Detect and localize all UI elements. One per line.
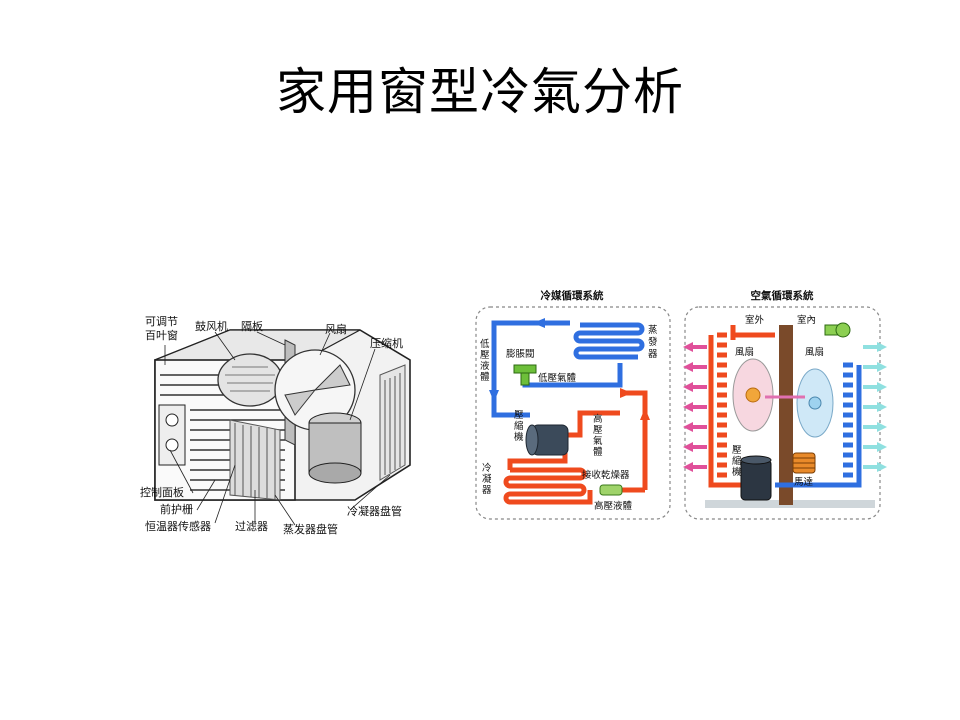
hot-air-arrows — [683, 342, 707, 472]
label-evaporator-coil: 蒸发器盘管 — [283, 522, 338, 536]
label-high-pressure-gas-4: 體 — [593, 446, 603, 458]
label-condenser-1: 冷 — [482, 462, 492, 474]
label-fan-indoor: 風扇 — [805, 346, 824, 358]
label-louver-line1: 可调节 — [145, 315, 178, 328]
label-outdoor: 室外 — [745, 314, 765, 326]
indoor-fan-icon — [796, 368, 834, 438]
label-control-panel: 控制面板 — [140, 485, 184, 499]
label-high-pressure-liquid: 高壓液體 — [594, 500, 633, 512]
label-low-pressure-liquid-3: 液 — [480, 360, 490, 372]
indoor-coil — [843, 362, 853, 478]
window-ac-cutaway-diagram: 可调节 百叶窗 鼓风机 隔板 风扇 压缩机 控制面板 前护栅 恒温器传感器 过滤… — [140, 315, 411, 536]
label-indoor: 室內 — [797, 314, 816, 326]
label-motor: 馬達 — [794, 476, 814, 488]
compressor-icon — [525, 424, 569, 456]
label-low-pressure-liquid-2: 壓 — [480, 350, 490, 361]
refrigerant-cycle-diagram: 冷媒循環系統 蒸 發 器 膨脹閥 低 壓 液 體 低壓氣體 壓 縮 — [475, 289, 671, 520]
label-high-pressure-gas-1: 高 — [593, 413, 603, 425]
air-valve-icon — [824, 322, 851, 338]
label-compressor-air-3: 機 — [732, 466, 742, 478]
label-high-pressure-gas-2: 壓 — [593, 425, 603, 436]
slide-title: 家用窗型冷氣分析 — [276, 63, 684, 121]
label-fan: 风扇 — [325, 322, 347, 336]
outdoor-fan-icon — [732, 358, 774, 432]
label-fan-outdoor: 風扇 — [735, 346, 754, 358]
expansion-valve-icon — [513, 364, 537, 386]
label-condenser-coil: 冷凝器盘管 — [347, 504, 402, 518]
label-compressor-2: 縮 — [514, 420, 524, 432]
label-evaporator-2: 發 — [648, 336, 658, 348]
motor-icon — [792, 452, 816, 474]
label-expansion-valve: 膨脹閥 — [506, 348, 535, 360]
label-condenser-3: 器 — [482, 485, 492, 496]
label-low-pressure-liquid-4: 體 — [480, 371, 490, 383]
receiver-dryer-icon — [599, 484, 623, 496]
label-receiver-dryer: 接收乾燥器 — [582, 469, 630, 481]
compressor-icon-air — [740, 455, 772, 501]
label-low-pressure-gas: 低壓氣體 — [538, 372, 577, 384]
label-partition: 隔板 — [241, 319, 263, 333]
label-compressor-3: 機 — [514, 431, 524, 443]
label-high-pressure-gas-3: 氣 — [593, 435, 603, 447]
label-low-pressure-liquid-1: 低 — [480, 338, 490, 350]
outdoor-coil — [717, 332, 727, 478]
label-compressor-air-2: 縮 — [732, 455, 742, 467]
label-thermostat-sensor: 恒温器传感器 — [145, 520, 211, 533]
label-compressor: 压缩机 — [370, 336, 403, 350]
refrigerant-title: 冷媒循環系統 — [541, 289, 604, 302]
air-cycle-diagram: 空氣循環系統 室外 室內 — [683, 289, 887, 520]
cold-air-arrows — [863, 342, 887, 472]
label-condenser-2: 凝 — [482, 474, 492, 485]
label-filter: 过滤器 — [235, 520, 268, 533]
label-front-grille: 前护栅 — [160, 502, 193, 516]
label-evaporator-3: 器 — [648, 349, 658, 360]
wall — [779, 325, 793, 505]
label-compressor-1: 壓 — [514, 410, 524, 421]
label-evaporator-1: 蒸 — [648, 324, 658, 336]
label-compressor-air-1: 壓 — [732, 445, 742, 456]
air-title: 空氣循環系統 — [751, 289, 814, 302]
label-louver-line2: 百叶窗 — [145, 328, 178, 342]
label-blower: 鼓风机 — [195, 319, 228, 333]
cold-refrigerant-line — [491, 320, 645, 418]
refrigerant-frame — [475, 306, 671, 520]
